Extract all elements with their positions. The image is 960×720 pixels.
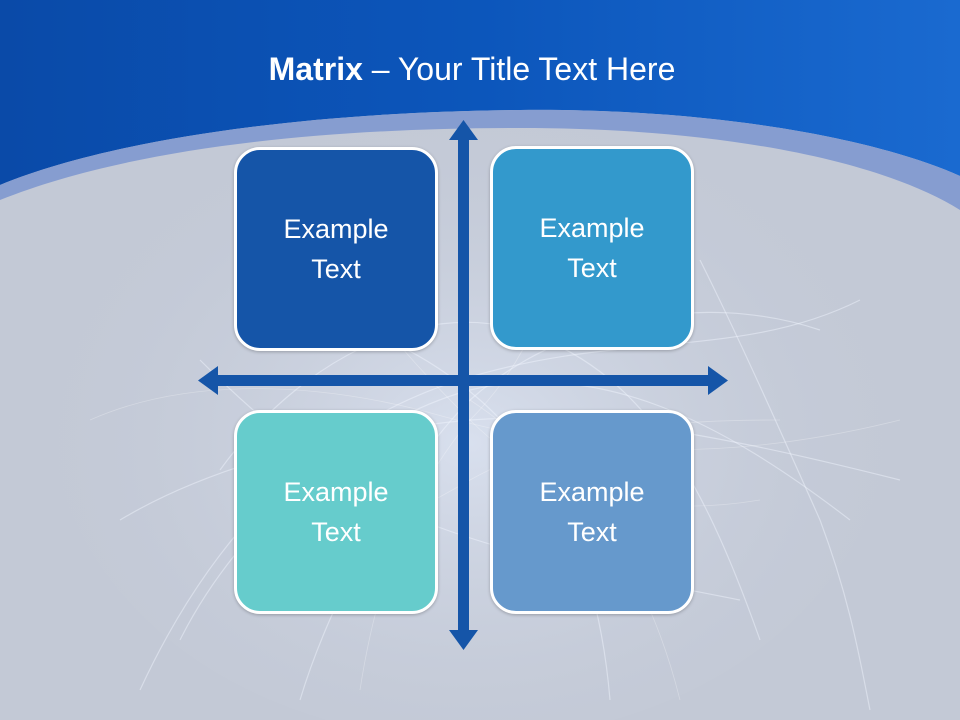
arrow-right <box>708 366 728 395</box>
arrow-left <box>198 366 218 395</box>
matrix-cell-bottom-left[interactable]: Example Text <box>234 410 438 614</box>
matrix-cell-text: Example Text <box>539 477 645 547</box>
arrow-up <box>449 120 478 140</box>
matrix-cell-top-right[interactable]: Example Text <box>490 146 694 350</box>
matrix-cell-text: Example Text <box>283 477 389 547</box>
arrow-down <box>449 630 478 650</box>
slide-title: Matrix – Your Title Text Here <box>0 48 944 90</box>
horizontal-axis-line <box>216 375 710 386</box>
title-bold: Matrix <box>268 51 363 87</box>
matrix-cell-text: Example Text <box>283 214 389 284</box>
matrix-cell-text: Example Text <box>539 213 645 283</box>
matrix-cell-top-left[interactable]: Example Text <box>234 147 438 351</box>
matrix-cell-bottom-right[interactable]: Example Text <box>490 410 694 614</box>
header-curve-accent <box>0 109 960 210</box>
title-rest: – Your Title Text Here <box>362 51 676 87</box>
header-band <box>0 0 960 185</box>
